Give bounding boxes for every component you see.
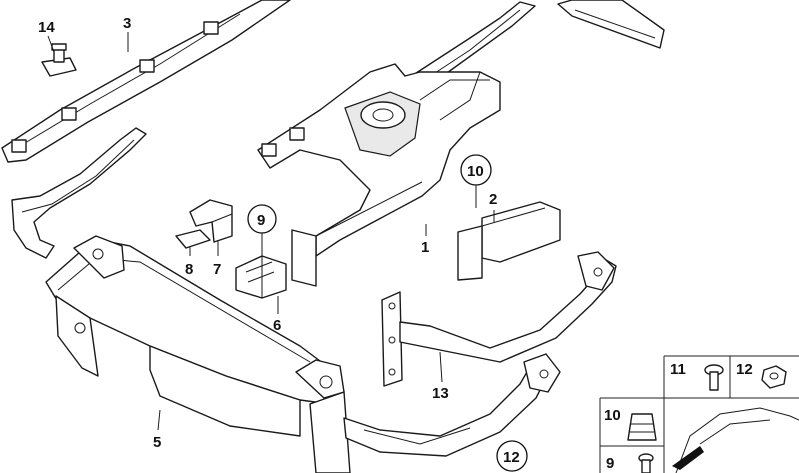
part-1-front-frame[interactable] [257,63,501,287]
callout-12: 12 [503,449,520,466]
box-label-11: 11 [670,361,686,378]
part-3-upper-rail[interactable] [1,0,291,163]
callout-5: 5 [153,434,161,451]
part-7-bracket[interactable] [189,199,233,243]
small-part-12-nut[interactable] [761,365,787,389]
part-14-clip-nut[interactable] [41,43,77,77]
part-5-cross-member[interactable] [45,235,351,473]
part-2-reinforcement[interactable] [457,201,561,281]
box-label-9: 9 [606,455,614,472]
part-6-support[interactable] [235,255,287,299]
callout-3: 3 [123,15,131,32]
callout-1: 1 [421,239,429,256]
part-13-tube[interactable] [381,251,617,387]
callout-labels: 14 3 1 2 8 7 6 5 13 9 10 12 11 12 10 9 [38,15,753,472]
car-locator-icon [672,407,799,473]
leader-lines [47,32,495,431]
part-8-plate[interactable] [175,229,211,249]
small-part-11-bolt[interactable] [704,364,724,391]
part-12-lower-arm[interactable] [343,353,561,457]
box-label-10: 10 [604,407,621,424]
callout-7: 7 [213,261,221,278]
callout-2: 2 [489,191,497,208]
callout-10-circle: 10 [460,154,492,186]
small-part-9-pin[interactable] [638,453,654,473]
callout-9-circle: 9 [247,204,277,234]
part-upper-left-arm[interactable] [11,127,147,259]
callout-14: 14 [38,19,55,36]
callout-8: 8 [185,261,193,278]
box-label-12: 12 [736,361,753,378]
callout-10: 10 [467,163,484,180]
callout-6: 6 [273,317,281,334]
parts-reference-box [599,355,799,473]
callout-9: 9 [257,212,265,229]
small-part-10-grommet[interactable] [627,413,657,441]
callout-13: 13 [432,385,449,402]
callout-12-circle: 12 [496,440,528,472]
